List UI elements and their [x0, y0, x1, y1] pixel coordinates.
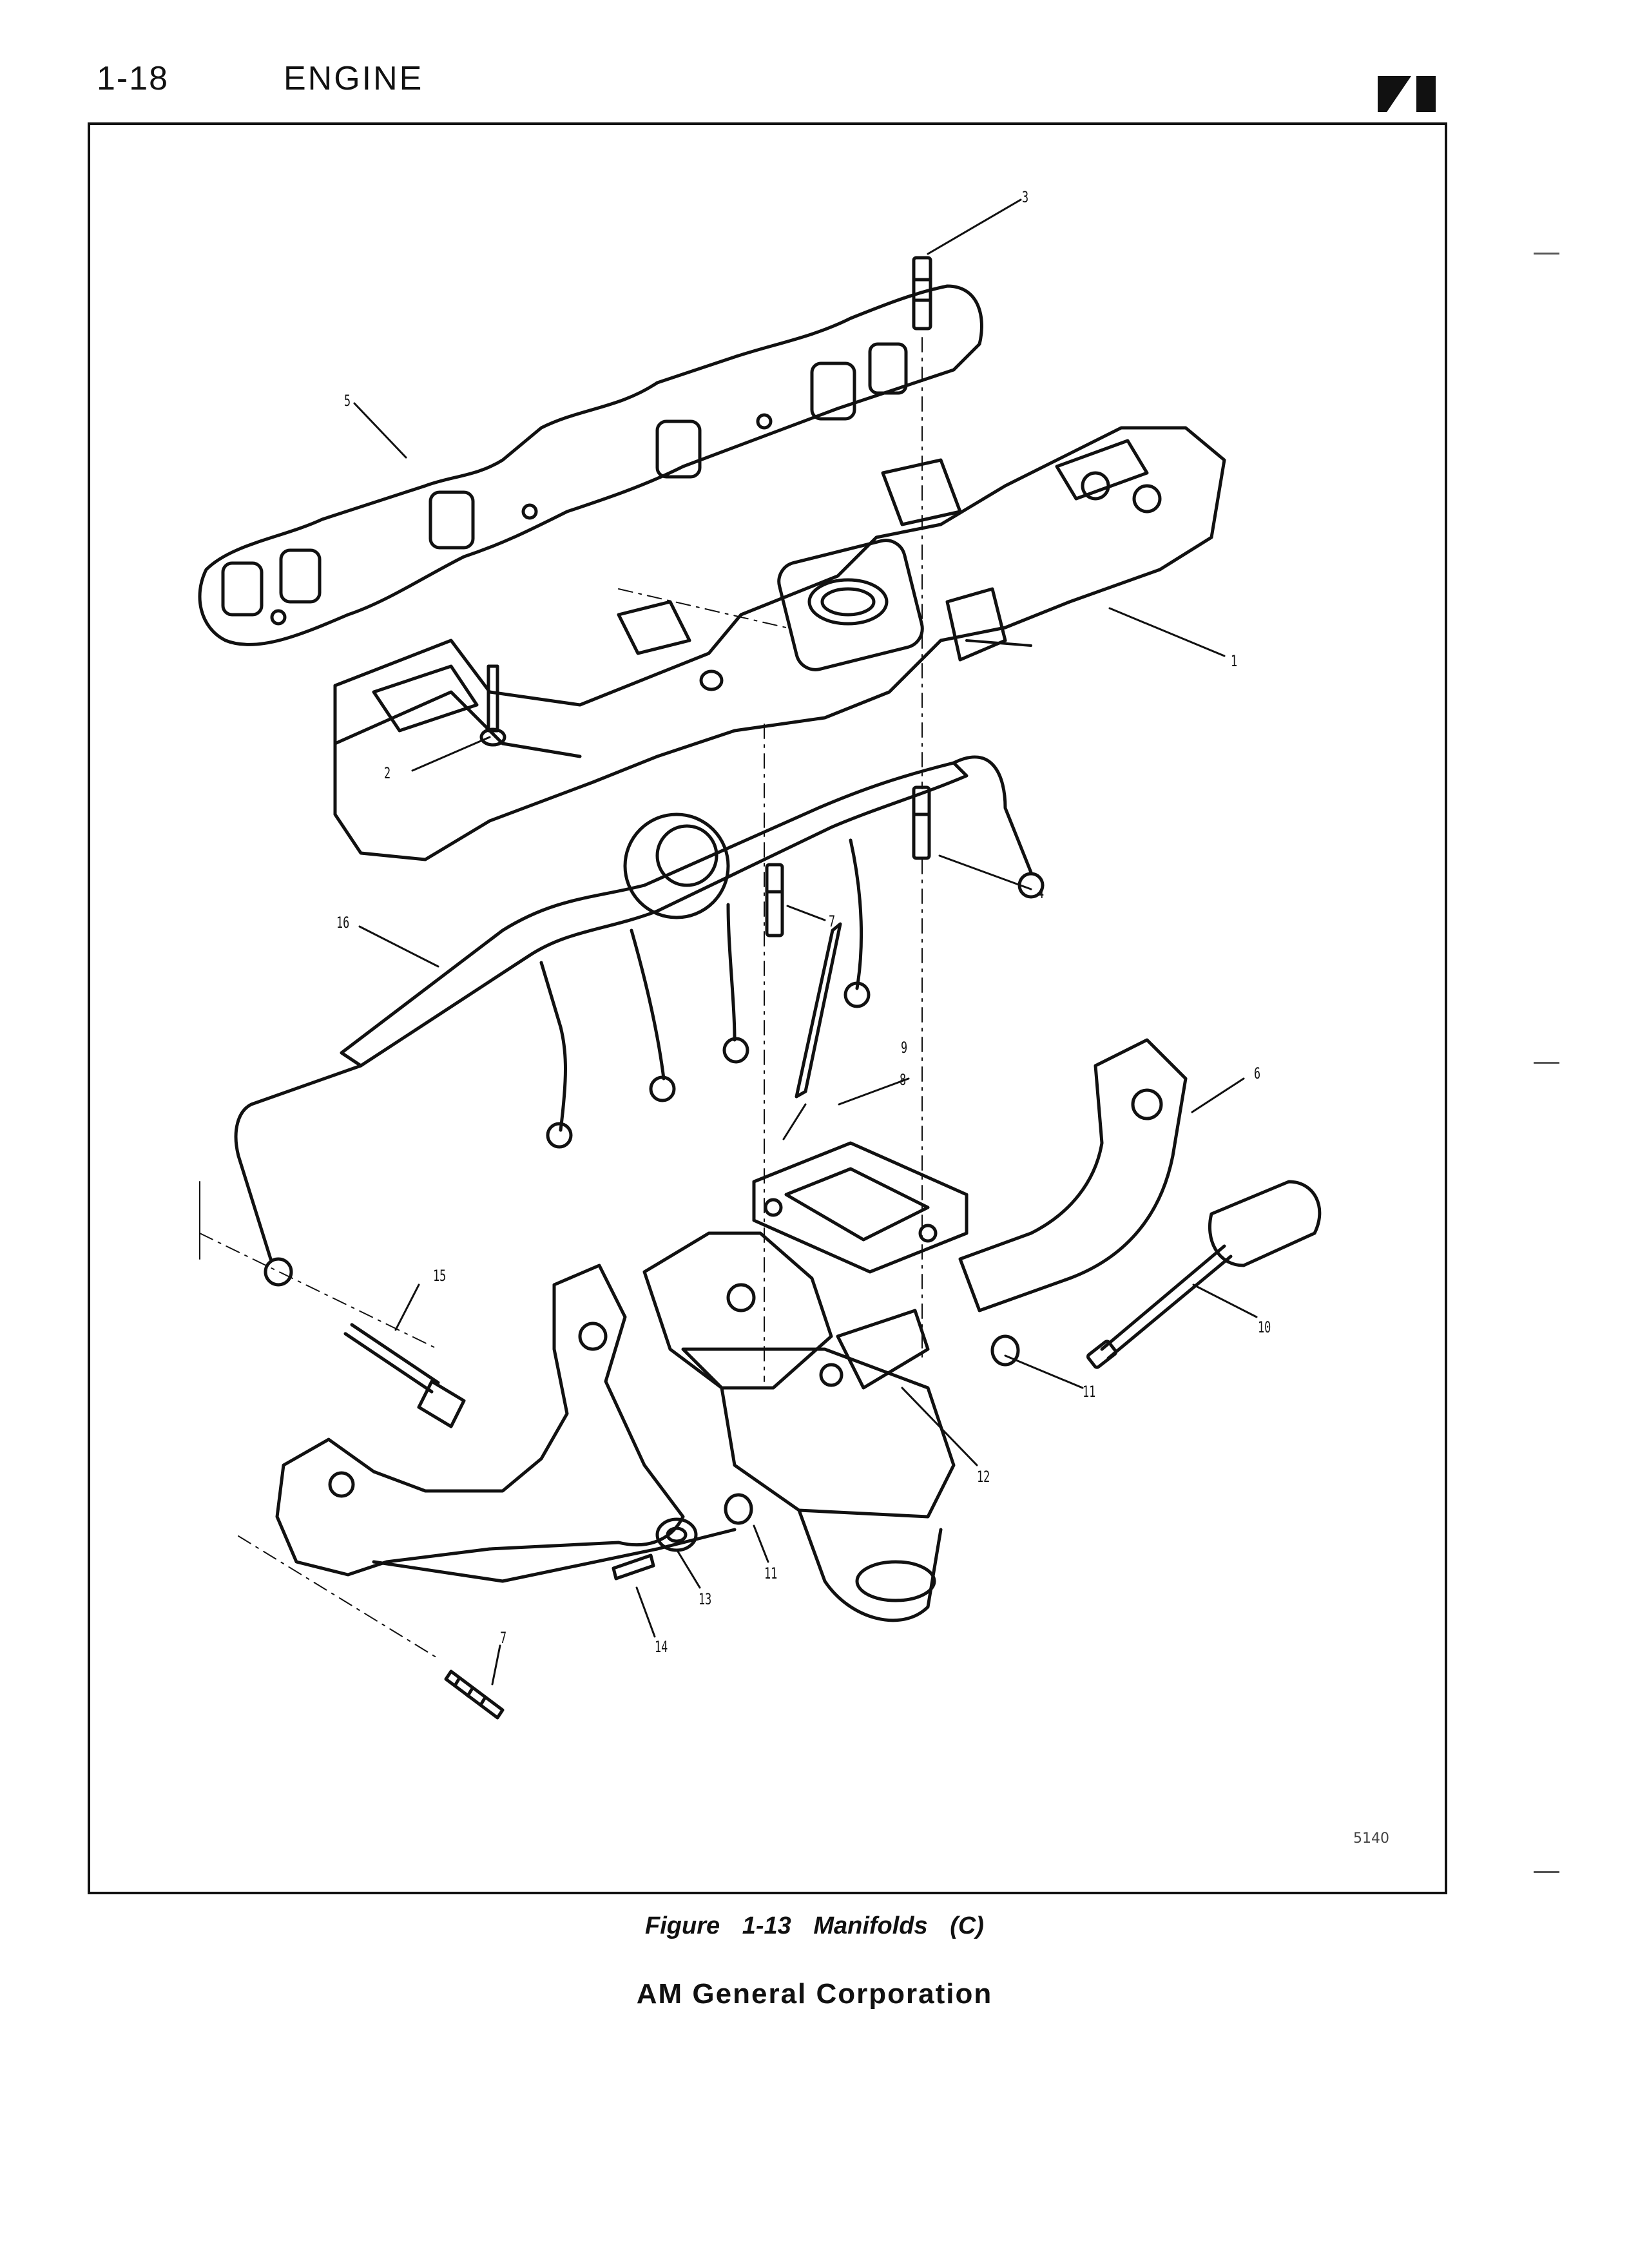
callout-label: 8	[900, 1071, 907, 1089]
callout-label: 16	[336, 914, 350, 932]
bushing-part-13	[655, 1517, 698, 1552]
callout-label: 7	[829, 912, 836, 930]
brand-logo-icon	[1378, 76, 1436, 112]
exploded-manifold-diagram	[198, 198, 1322, 1720]
callout-label: 11	[764, 1564, 778, 1582]
bolt-part-15	[343, 1323, 466, 1428]
callout-label: 12	[977, 1468, 990, 1486]
margin-mark	[1534, 1062, 1559, 1064]
page-number: 1-18	[97, 60, 169, 97]
figure-title: Manifolds (C)	[813, 1912, 984, 1939]
callout-label: 7	[500, 1629, 507, 1647]
callout-label: 10	[1258, 1318, 1271, 1336]
callout-label: 5	[344, 392, 351, 410]
stud-part-4	[912, 785, 931, 1363]
actuator-part-10	[1086, 1180, 1322, 1369]
stud-part-7-lower	[444, 1669, 505, 1720]
rod-part-9	[795, 922, 842, 1099]
callout-label: 11	[1083, 1383, 1096, 1401]
center-manifold-assembly	[642, 1231, 956, 1622]
gasket-part-8	[752, 1141, 969, 1274]
section-title: ENGINE	[284, 60, 424, 97]
callout-label: 15	[433, 1267, 447, 1285]
figure-label: Figure 1-13	[645, 1912, 791, 1939]
figure-caption: Figure 1-13 Manifolds (C)	[0, 1912, 1629, 1940]
intake-manifold-part-1	[333, 426, 1226, 1382]
margin-mark	[1534, 253, 1559, 255]
callout-label: 6	[1254, 1064, 1261, 1082]
callout-label: 13	[699, 1590, 712, 1608]
margin-mark	[1534, 1871, 1559, 1873]
exhaust-manifold-part-6	[958, 1038, 1188, 1312]
callout-label: 2	[384, 764, 391, 782]
pin-part-14	[612, 1553, 655, 1581]
publisher-footer: AM General Corporation	[636, 1978, 993, 2010]
spacer-part-11	[724, 1334, 1020, 1525]
callout-label: 4	[1037, 884, 1045, 902]
callout-label: 1	[1231, 652, 1238, 670]
gasket-part-5	[198, 284, 983, 646]
exhaust-manifold-left	[199, 1181, 737, 1659]
callout-label: 9	[901, 1039, 908, 1057]
stud-part-7-upper	[765, 863, 784, 937]
leader-lines	[353, 198, 1258, 1686]
figure-frame: 1 2 3 4 5 6 7 8 9 10 11 11 12 13 14 15 1…	[88, 122, 1447, 1894]
callout-label: 3	[1022, 188, 1029, 206]
crossover-pipe-part-16	[234, 755, 1045, 1287]
plate-id: 5140	[1353, 1831, 1389, 1847]
callout-label: 14	[655, 1638, 668, 1656]
stud-part-3	[912, 256, 932, 789]
